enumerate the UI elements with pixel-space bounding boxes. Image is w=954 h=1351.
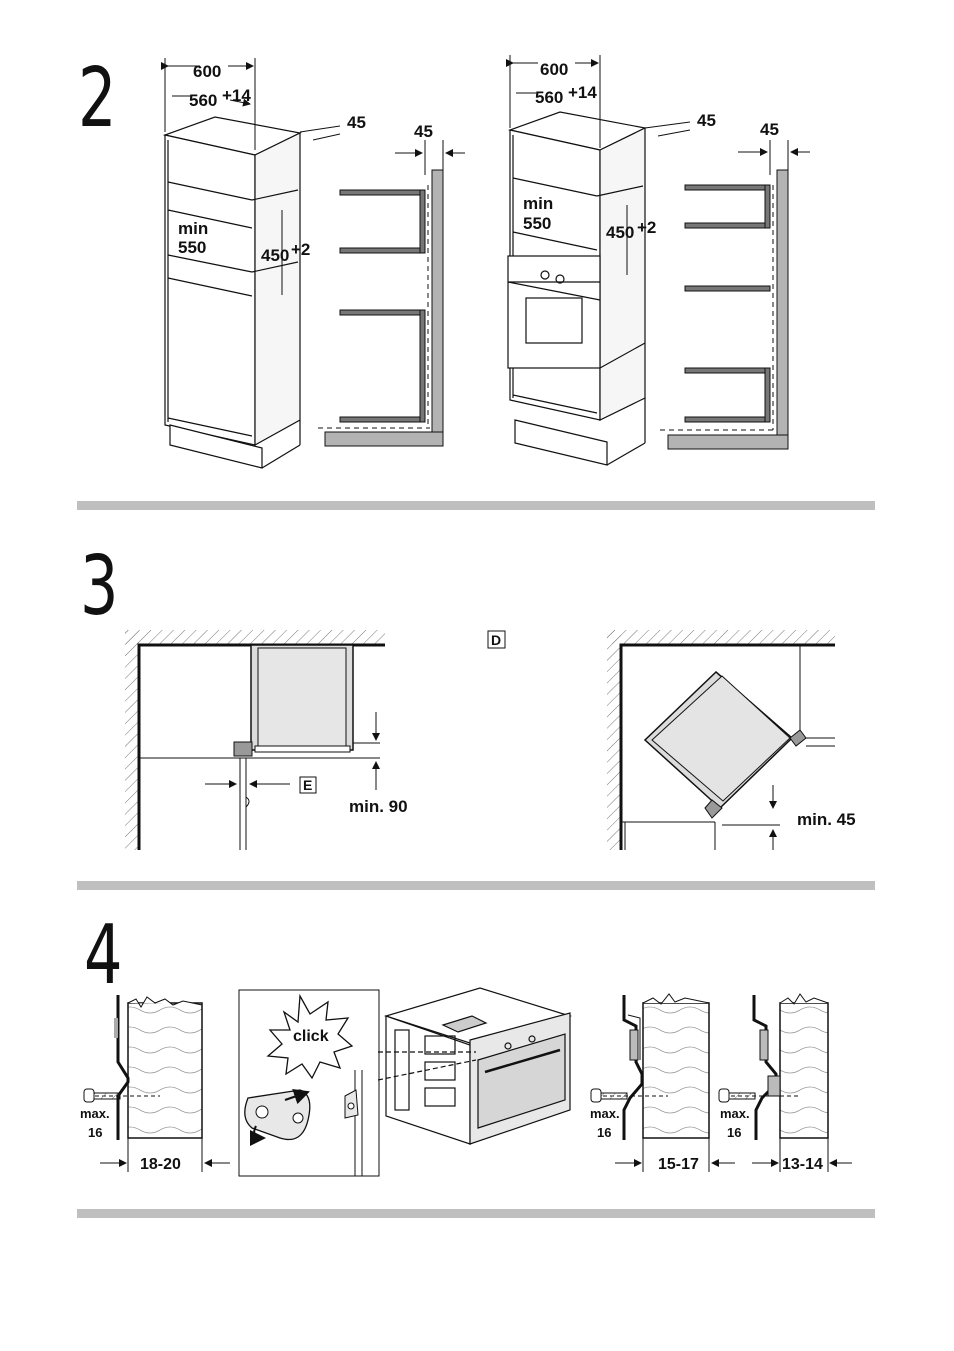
section-divider-3 — [77, 1209, 875, 1218]
screw-val-2: 16 — [597, 1125, 611, 1140]
plan-view-right — [607, 630, 835, 850]
dim-450-tol-left: +2 — [291, 240, 310, 259]
mount-panel-1 — [83, 995, 230, 1172]
step-number-3: 3 — [80, 539, 119, 634]
dim-600-left: 600 — [193, 62, 221, 81]
click-label: click — [293, 1028, 329, 1045]
section-divider-2 — [77, 881, 875, 890]
dim-450-right: 450 — [606, 223, 634, 242]
min-value-right: 550 — [523, 214, 551, 233]
plan-view-left — [125, 630, 385, 850]
dim-560-right: 560 — [535, 88, 563, 107]
gap-min-90: min. 90 — [349, 797, 408, 816]
screw-val-3: 16 — [727, 1125, 741, 1140]
dim-45-a-left: 45 — [347, 113, 366, 132]
dim-450-left: 450 — [261, 246, 289, 265]
screw-max-2: max. — [590, 1106, 620, 1121]
step-number-4: 4 — [84, 908, 123, 1003]
screw-val-1: 16 — [88, 1125, 102, 1140]
dim-560-tol-right: +14 — [568, 83, 597, 102]
min-label-left: min — [178, 219, 208, 238]
range-1: 18-20 — [140, 1156, 181, 1173]
side-profile-left — [318, 140, 465, 447]
dims-right — [506, 55, 691, 275]
step-number-2: 2 — [78, 51, 117, 146]
dim-45-a-right: 45 — [697, 111, 716, 130]
mount-panel-3 — [718, 993, 852, 1172]
cabinet-right — [507, 111, 647, 466]
marker-d: D — [491, 632, 501, 648]
cabinet-left — [162, 116, 302, 469]
screw-max-3: max. — [720, 1106, 750, 1121]
side-profile-right — [660, 140, 810, 450]
dim-45-b-left: 45 — [414, 122, 433, 141]
marker-e: E — [303, 777, 312, 793]
min-value-left: 550 — [178, 238, 206, 257]
marker-d-box — [487, 630, 506, 649]
gap-min-45: min. 45 — [797, 810, 856, 829]
section-divider-1 — [77, 501, 875, 510]
min-label-right: min — [523, 194, 553, 213]
dim-600-right: 600 — [540, 60, 568, 79]
mount-panel-2 — [590, 993, 735, 1172]
range-3: 13-14 — [782, 1156, 823, 1173]
range-2: 15-17 — [658, 1156, 699, 1173]
dim-560-left: 560 — [189, 91, 217, 110]
dim-560-tol-left: +14 — [222, 86, 251, 105]
screw-max-1: max. — [80, 1106, 110, 1121]
oven-illustration — [377, 987, 573, 1145]
dim-45-b-right: 45 — [760, 120, 779, 139]
dims-left — [161, 58, 341, 295]
click-detail — [238, 989, 380, 1177]
dim-450-tol-right: +2 — [637, 218, 656, 237]
